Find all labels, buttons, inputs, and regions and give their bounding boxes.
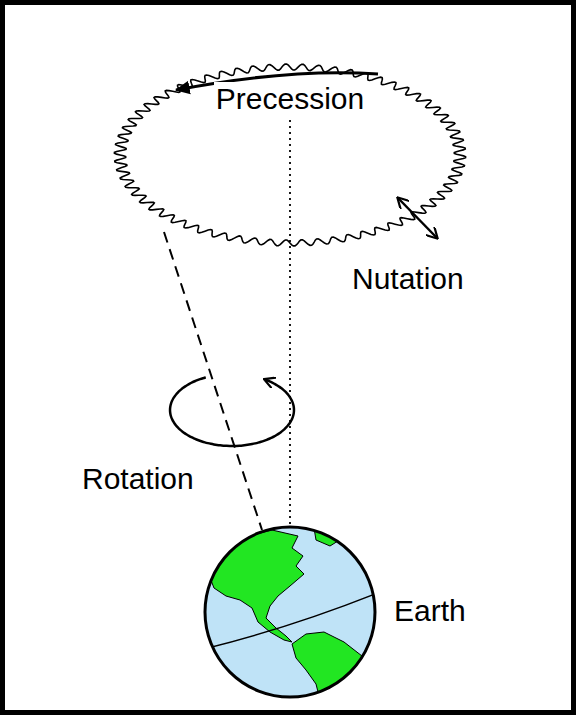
- frame-border: [3, 3, 574, 713]
- earth-outline: [205, 527, 375, 697]
- precession-path: [114, 64, 465, 246]
- nutation-arrow: [398, 198, 437, 238]
- label-text: Rotation: [80, 462, 196, 496]
- ocean: [205, 527, 375, 697]
- vertical-axis: [289, 120, 291, 524]
- equator-line: [200, 592, 380, 650]
- label-text: Nutation: [350, 262, 466, 296]
- earth-globe: [200, 526, 380, 712]
- label-text: Earth: [392, 594, 468, 628]
- rotation-arrow: [170, 377, 294, 446]
- label-text: Precession: [214, 82, 366, 116]
